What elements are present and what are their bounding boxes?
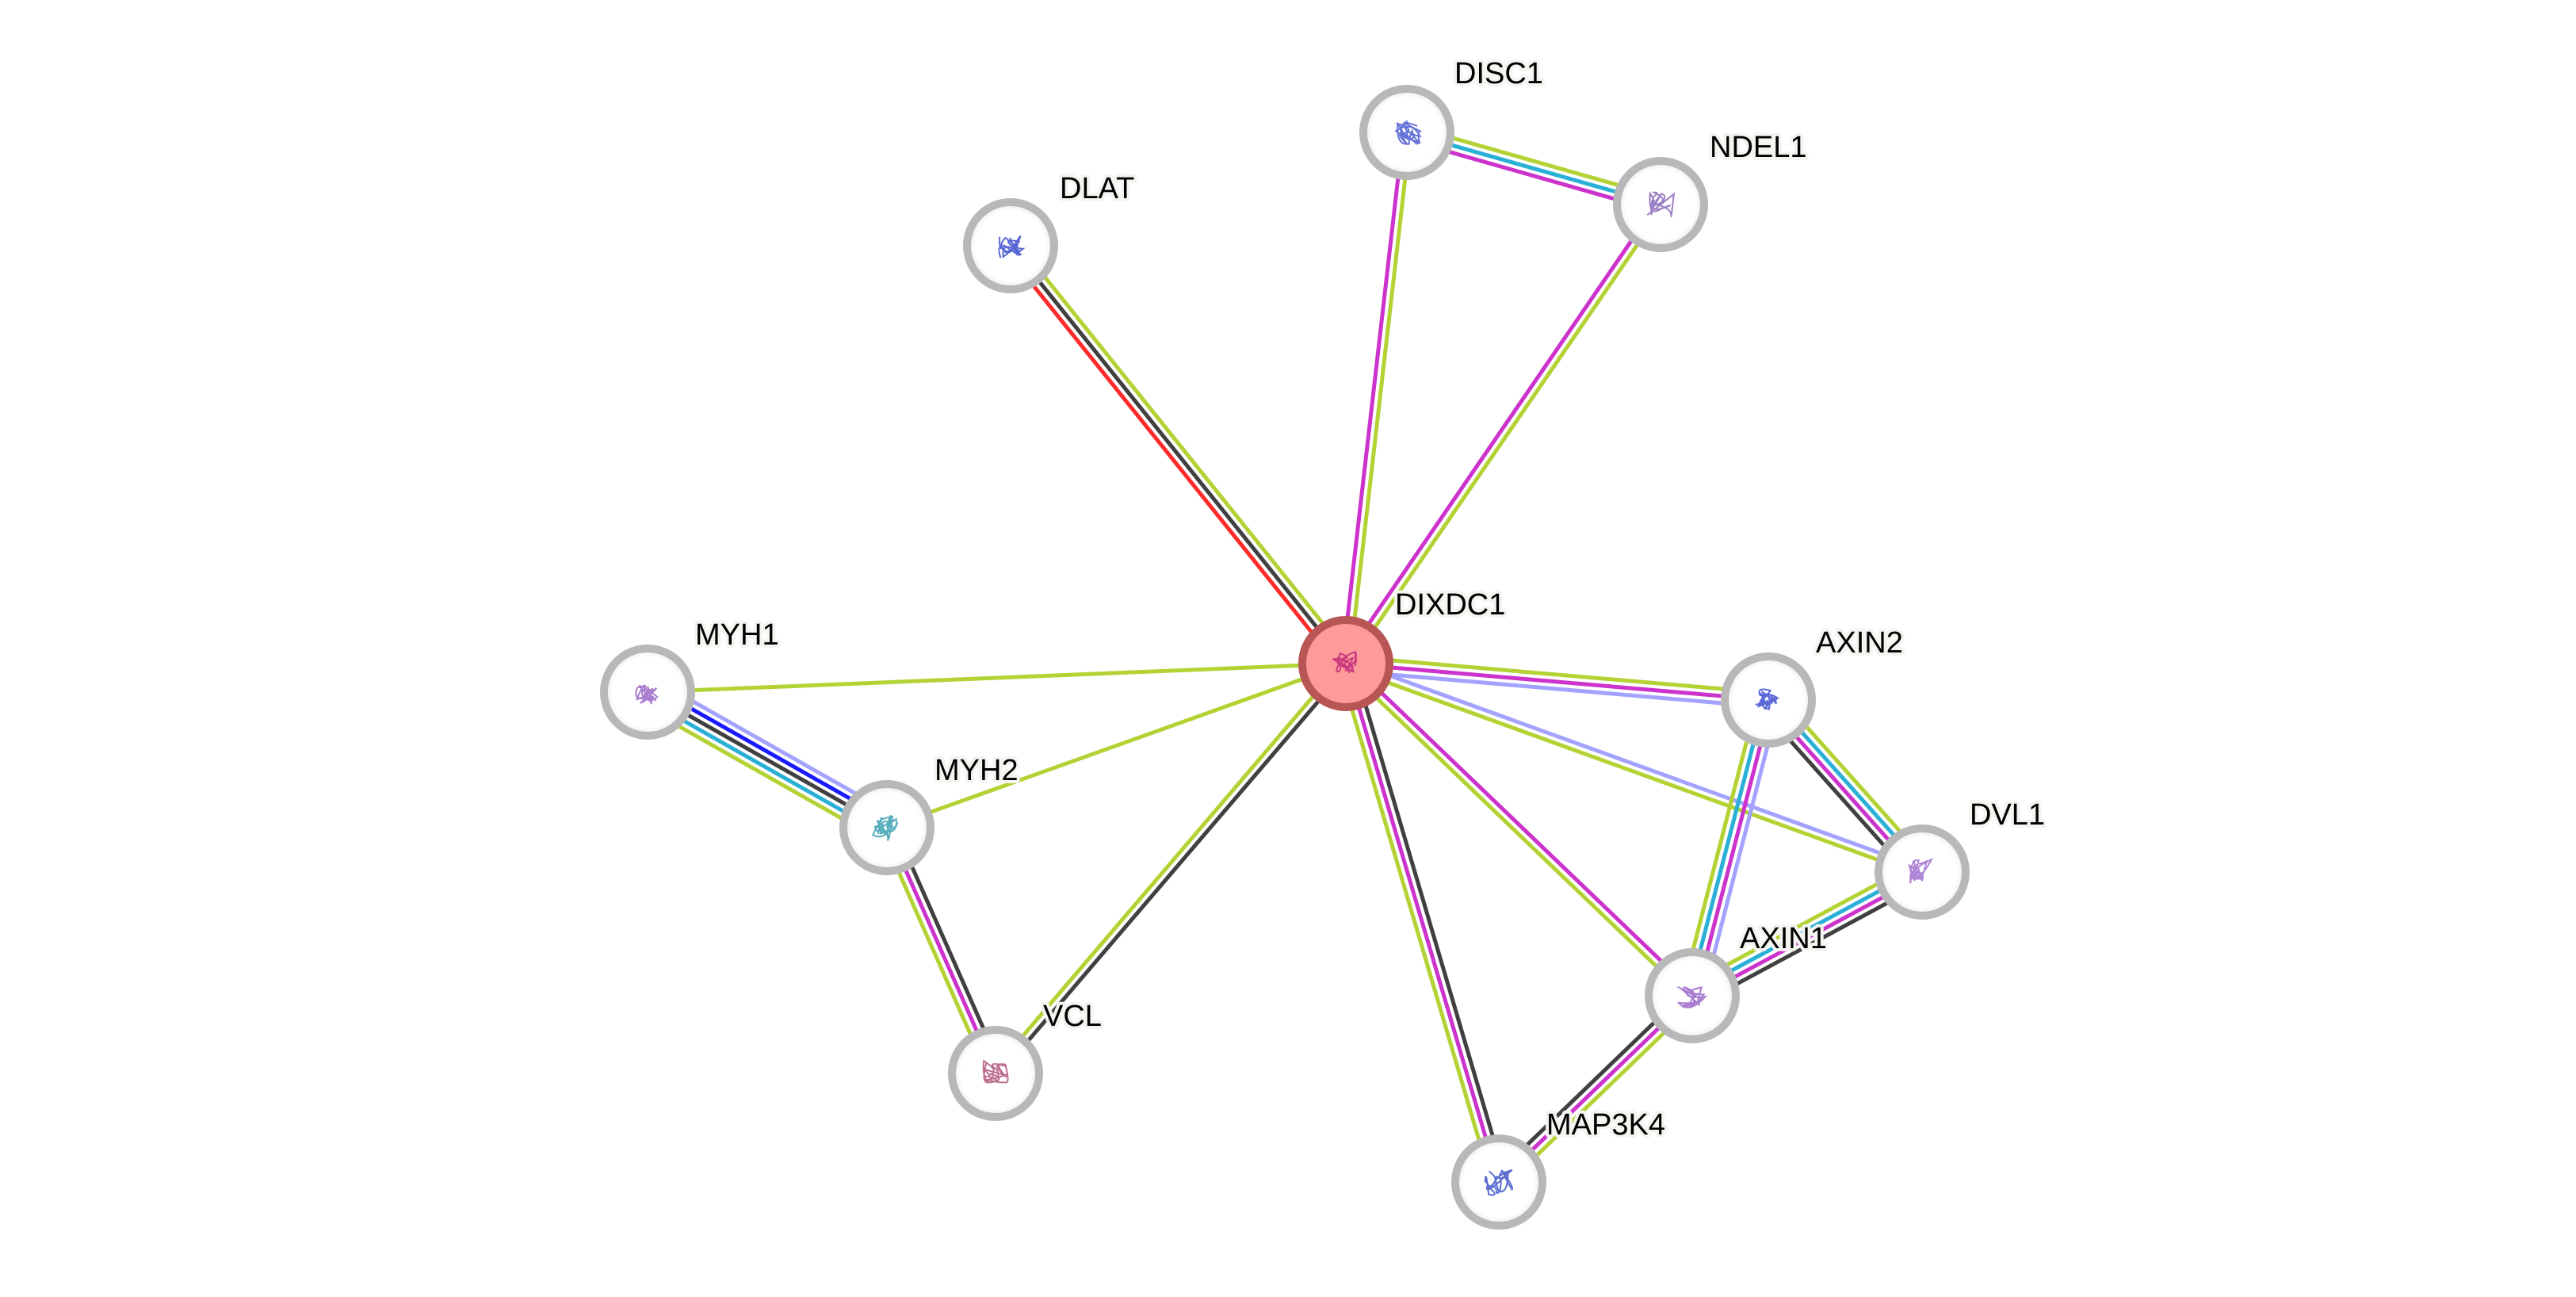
- node-label: DISC1: [1454, 57, 1543, 90]
- node-map3k4[interactable]: MAP3K4: [1451, 1105, 1668, 1230]
- edge-dixdc1-disc1[interactable]: [1340, 132, 1412, 664]
- node-vcl[interactable]: VCL: [948, 997, 1105, 1121]
- node-ndel1[interactable]: NDEL1: [1613, 128, 1810, 252]
- edge-line-experiments: [1343, 663, 1501, 1183]
- edge-line-experiments: [1345, 661, 1769, 702]
- node-label: AXIN1: [1740, 922, 1827, 955]
- edge-line-textmining: [1342, 664, 1691, 1000]
- edge-dixdc1-myh2[interactable]: [886, 661, 1347, 830]
- protein-structure-icon: [1484, 1169, 1514, 1196]
- node-label: DVL1: [1970, 798, 2045, 832]
- node-label: AXIN2: [1816, 626, 1903, 660]
- edge-dixdc1-map3k4[interactable]: [1336, 660, 1508, 1185]
- node-dixdc1[interactable]: DIXDC1: [1298, 585, 1508, 711]
- edge-line-textmining: [991, 660, 1345, 1073]
- edge-line-coexpression: [996, 664, 1351, 1077]
- protein-structure-icon: [1646, 191, 1676, 218]
- node-label: MYH1: [695, 618, 779, 652]
- edge-dixdc1-axin2[interactable]: [1345, 654, 1769, 710]
- protein-structure-icon: [635, 684, 659, 705]
- protein-structure-icon: [1394, 120, 1423, 145]
- edge-dixdc1-vcl[interactable]: [991, 660, 1351, 1077]
- edge-line-experiments: [1341, 201, 1660, 663]
- node-dvl1[interactable]: DVL1: [1875, 795, 2048, 920]
- protein-structure-icon: [998, 235, 1026, 258]
- edge-line-homology: [1700, 702, 1781, 999]
- node-axin2[interactable]: AXIN2: [1721, 623, 1906, 748]
- node-circle[interactable]: [1298, 616, 1393, 711]
- edge-line-textmining: [647, 661, 1347, 694]
- protein-structure-icon: [1908, 857, 1934, 884]
- edge-dixdc1-ndel1[interactable]: [1341, 201, 1665, 667]
- edge-line-coexpression: [1351, 660, 1508, 1181]
- edge-line-textmining: [1343, 664, 1922, 878]
- edge-line-gene-fusion: [1003, 249, 1342, 670]
- node-label: DLAT: [1060, 172, 1134, 205]
- edge-line-textmining: [1347, 205, 1665, 667]
- edge-line-homology: [1345, 668, 1768, 710]
- node-disc1[interactable]: DISC1: [1359, 54, 1546, 180]
- edge-line-experiments: [1340, 132, 1406, 664]
- protein-structure-icon: [1332, 650, 1358, 674]
- edge-line-databases: [1687, 698, 1768, 996]
- node-myh1[interactable]: MYH1: [600, 615, 782, 740]
- node-circle[interactable]: [948, 1026, 1043, 1121]
- edge-line-homology: [1346, 658, 1924, 871]
- edge-line-coexpression: [1009, 244, 1347, 665]
- protein-structure-icon: [982, 1059, 1009, 1084]
- node-label: MAP3K4: [1546, 1108, 1665, 1142]
- node-myh2[interactable]: MYH2: [839, 751, 1022, 875]
- node-label: DIXDC1: [1395, 588, 1505, 622]
- edge-line-experiments: [1347, 659, 1696, 995]
- edge-dixdc1-axin1[interactable]: [1342, 659, 1696, 1000]
- node-axin1[interactable]: AXIN1: [1645, 919, 1830, 1043]
- edge-dixdc1-dlat[interactable]: [1003, 239, 1353, 670]
- node-circle[interactable]: [1721, 652, 1816, 748]
- node-label: MYH2: [934, 754, 1019, 787]
- edge-axin2-axin1[interactable]: [1680, 697, 1781, 999]
- edges-layer: [639, 123, 1932, 1189]
- edge-line-textmining: [1015, 239, 1353, 660]
- edge-line-textmining: [1336, 664, 1494, 1185]
- edge-line-experiments: [1693, 700, 1774, 997]
- node-label: VCL: [1043, 1000, 1102, 1033]
- protein-structure-icon: [871, 815, 898, 842]
- edge-line-textmining: [1680, 697, 1760, 994]
- edge-line-homology: [653, 678, 896, 817]
- edge-line-textmining: [1346, 654, 1769, 695]
- edge-dixdc1-myh1[interactable]: [647, 661, 1347, 694]
- node-dlat[interactable]: DLAT: [963, 169, 1137, 293]
- node-label: NDEL1: [1710, 131, 1807, 164]
- node-circle[interactable]: [1875, 824, 1970, 920]
- protein-structure-icon: [1676, 986, 1707, 1008]
- protein-structure-icon: [1755, 688, 1779, 710]
- edge-dixdc1-dvl1[interactable]: [1343, 658, 1924, 878]
- edge-line-textmining: [1347, 132, 1412, 664]
- edge-line-textmining: [639, 702, 881, 842]
- edge-line-textmining: [886, 661, 1347, 830]
